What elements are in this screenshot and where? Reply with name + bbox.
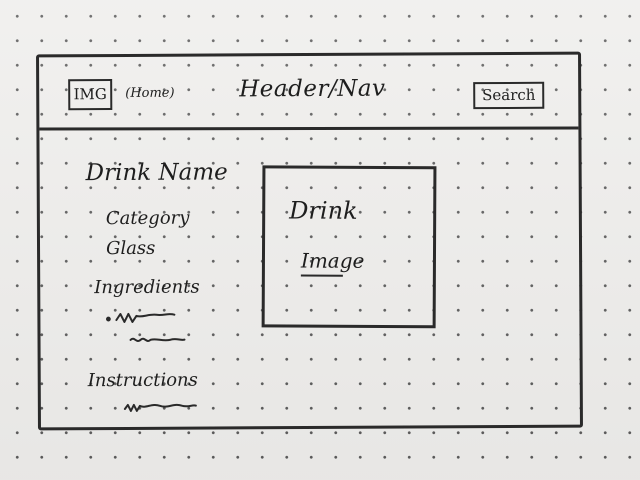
image-label-underline [300, 274, 343, 277]
ingredient-list-scribble [106, 312, 186, 343]
drink-name-heading: Drink Name [85, 159, 228, 187]
ingredients-heading: Ingredients [94, 276, 200, 299]
ingredient-scribble-2 [129, 337, 186, 343]
drink-image-placeholder: Drink Image [261, 165, 437, 329]
header-title: Header/Nav [239, 75, 386, 103]
image-placeholder-title: Drink [289, 196, 358, 225]
glass-label: Glass [105, 237, 156, 260]
instructions-scribble [123, 403, 197, 412]
ingredient-scribble-1 [115, 312, 176, 323]
search-button[interactable]: Search [473, 81, 545, 110]
search-button-label: Search [482, 85, 536, 105]
header-nav: IMG (Home) Header/Nav Search [39, 55, 578, 111]
home-link[interactable]: (Home) [125, 85, 175, 101]
wireframe-page: IMG (Home) Header/Nav Search Drink Name … [36, 51, 583, 431]
bullet-dot [106, 316, 111, 322]
instructions-heading: Instructions [87, 369, 198, 392]
category-label: Category [105, 207, 190, 230]
logo-label: IMG [73, 85, 107, 104]
image-placeholder-subtitle: Image [300, 248, 365, 273]
header-divider [39, 126, 579, 131]
logo-image-box[interactable]: IMG [68, 79, 113, 111]
